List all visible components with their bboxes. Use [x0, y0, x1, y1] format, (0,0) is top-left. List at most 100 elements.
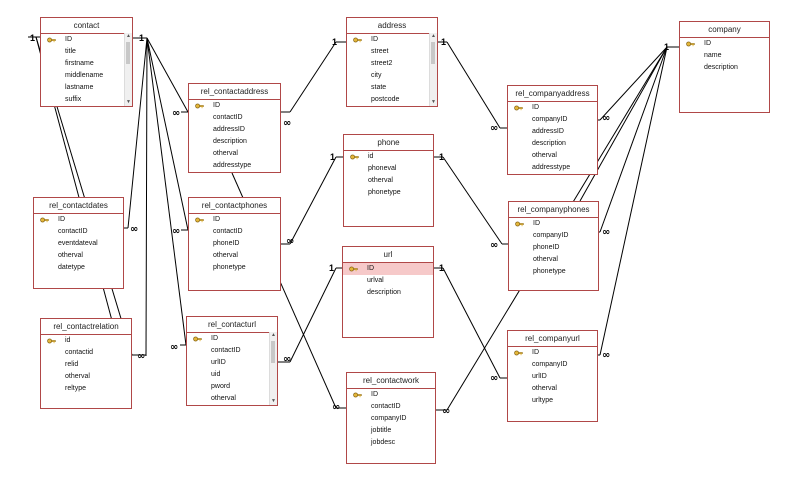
relationship-line[interactable] — [446, 41, 501, 129]
table-title[interactable]: rel_contactwork — [347, 373, 435, 389]
table-field[interactable]: ID — [189, 100, 280, 112]
table-field[interactable]: ID — [187, 333, 277, 345]
relationship-line[interactable] — [442, 267, 501, 379]
table-field[interactable]: ID — [41, 34, 132, 46]
table-title[interactable]: rel_companyphones — [509, 202, 598, 218]
table-field[interactable]: id — [41, 335, 131, 347]
table-field[interactable]: street2 — [347, 58, 437, 70]
table-field[interactable]: contactID — [34, 226, 123, 238]
table-title[interactable]: rel_contacturl — [187, 317, 277, 333]
scroll-down-arrow-icon[interactable]: ▼ — [431, 99, 436, 105]
relationship-line[interactable] — [145, 37, 148, 357]
table-field[interactable]: ID — [34, 214, 123, 226]
relationship-line[interactable] — [289, 41, 337, 113]
table-title[interactable]: rel_contactphones — [189, 198, 280, 214]
table-field[interactable]: ID — [347, 389, 435, 401]
table-field[interactable]: relid — [41, 359, 131, 371]
table-field[interactable]: contactID — [189, 226, 280, 238]
table-field[interactable]: city — [347, 70, 437, 82]
relationship-line[interactable] — [146, 37, 189, 231]
table-title[interactable]: url — [343, 247, 433, 263]
table-field[interactable]: otherval — [508, 150, 597, 162]
table-field[interactable]: addresstype — [508, 162, 597, 174]
table-field[interactable]: ID — [343, 263, 433, 275]
table-title[interactable]: rel_companyaddress — [508, 86, 597, 102]
table-title[interactable]: rel_contactaddress — [189, 84, 280, 100]
table-field[interactable]: phonetype — [344, 187, 433, 199]
table-field[interactable]: urlID — [187, 357, 277, 369]
table-field[interactable]: otherval — [509, 254, 598, 266]
table-title[interactable]: rel_contactdates — [34, 198, 123, 214]
table-field[interactable]: companyID — [508, 359, 597, 371]
table-title[interactable]: address — [347, 18, 437, 34]
relationship-line[interactable] — [442, 156, 503, 245]
table-field[interactable]: title — [41, 46, 132, 58]
table-field[interactable]: suffix — [41, 94, 132, 106]
table-field[interactable]: phoneval — [344, 163, 433, 175]
scroll-up-arrow-icon[interactable]: ▲ — [271, 332, 276, 338]
table-field[interactable]: middlename — [41, 70, 132, 82]
relationship-line[interactable] — [599, 46, 668, 356]
table-title[interactable]: company — [680, 22, 769, 38]
relationship-line[interactable] — [146, 37, 187, 346]
table-field[interactable]: otherval — [187, 393, 277, 405]
table-field[interactable]: firstname — [41, 58, 132, 70]
table-field[interactable]: contactID — [189, 112, 280, 124]
relationship-line[interactable] — [289, 156, 337, 245]
table-field[interactable]: phonetype — [509, 266, 598, 278]
table-field[interactable]: ID — [508, 347, 597, 359]
table-field[interactable]: contactID — [347, 401, 435, 413]
table-field[interactable]: ID — [189, 214, 280, 226]
table-field[interactable]: ID — [508, 102, 597, 114]
table-field[interactable]: phonetype — [189, 262, 280, 274]
table-field[interactable]: pword — [187, 381, 277, 393]
table-field[interactable]: ID — [347, 34, 437, 46]
table-field[interactable]: street — [347, 46, 437, 58]
table-field[interactable]: phoneID — [189, 238, 280, 250]
table-field[interactable]: jobdesc — [347, 437, 435, 449]
table-field[interactable]: otherval — [41, 371, 131, 383]
table-field[interactable]: name — [680, 50, 769, 62]
table-field[interactable]: contactID — [187, 345, 277, 357]
table-title[interactable]: contact — [41, 18, 132, 34]
table-field[interactable]: otherval — [344, 175, 433, 187]
table-field[interactable]: addressID — [508, 126, 597, 138]
table-field[interactable]: otherval — [34, 250, 123, 262]
table-field[interactable]: description — [508, 138, 597, 150]
table-field[interactable]: contactid — [41, 347, 131, 359]
scroll-up-arrow-icon[interactable]: ▲ — [431, 33, 436, 39]
table-field[interactable]: companyID — [508, 114, 597, 126]
vertical-scrollbar[interactable]: ▲▼ — [124, 33, 132, 106]
table-field[interactable]: description — [343, 287, 433, 299]
table-title[interactable]: rel_companyurl — [508, 331, 597, 347]
table-field[interactable]: addresstype — [189, 160, 280, 172]
table-title[interactable]: phone — [344, 135, 433, 151]
table-field[interactable]: urltype — [508, 395, 597, 407]
table-title[interactable]: rel_contactrelation — [41, 319, 131, 335]
table-field[interactable]: postcode — [347, 94, 437, 106]
table-field[interactable]: description — [189, 136, 280, 148]
table-field[interactable]: companyID — [347, 413, 435, 425]
table-field[interactable]: ID — [509, 218, 598, 230]
vertical-scrollbar[interactable]: ▲▼ — [269, 332, 277, 405]
table-field[interactable]: urlID — [508, 371, 597, 383]
relationship-line[interactable] — [599, 46, 668, 121]
table-field[interactable]: datetype — [34, 262, 123, 274]
table-field[interactable]: jobtitle — [347, 425, 435, 437]
scroll-thumb[interactable] — [271, 341, 275, 363]
scroll-thumb[interactable] — [126, 42, 130, 64]
table-field[interactable]: description — [680, 62, 769, 74]
relationship-line[interactable] — [127, 37, 148, 229]
table-field[interactable]: eventdateval — [34, 238, 123, 250]
